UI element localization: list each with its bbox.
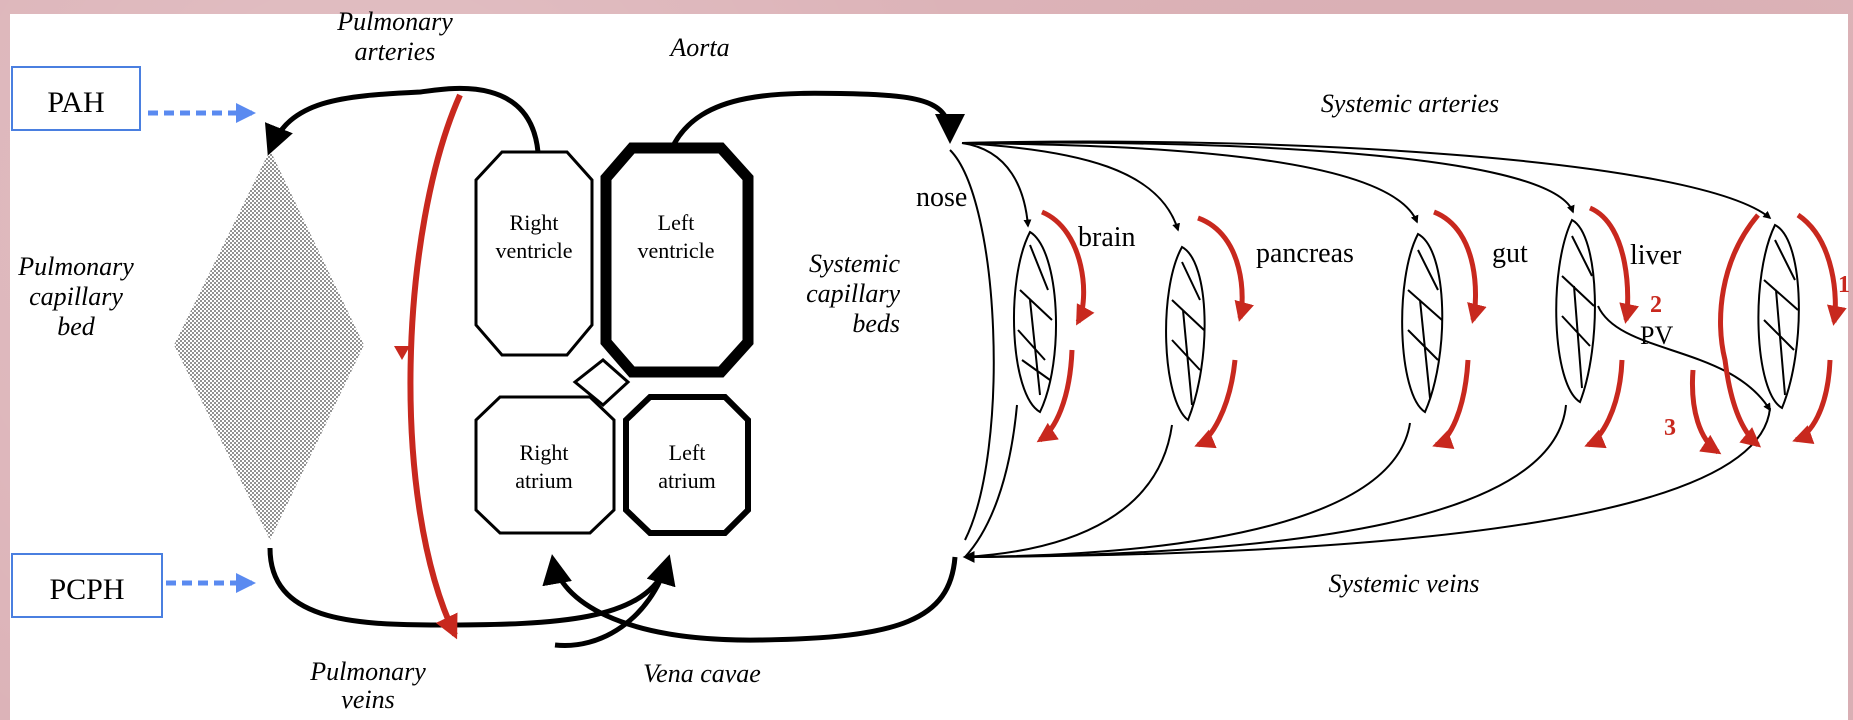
systemic-beds-label-3: beds — [852, 309, 900, 338]
pulmonary-arteries-path — [270, 88, 538, 152]
capillary-bed-liver — [1758, 225, 1798, 408]
red-arrow-pancreas-lower — [1436, 360, 1468, 445]
capillary-bed-brain — [1166, 247, 1205, 420]
capillary-bed-nose — [1014, 232, 1056, 412]
pulmonary-arteries-label-2: arteries — [355, 37, 436, 66]
systemic-arteries-fan — [962, 142, 1770, 230]
capillary-bed-pancreas — [1402, 234, 1442, 412]
left-atrium-shape — [626, 397, 748, 533]
systemic-beds-label-2: capillary — [806, 279, 900, 308]
pcph-box: PCPH — [12, 554, 162, 617]
red-arrow-liver-right-upper — [1798, 215, 1835, 322]
pulmonary-veins-label-1: Pulmonary — [309, 657, 426, 686]
organ-nose-label: nose — [916, 182, 967, 213]
capillary-bed-gut — [1556, 220, 1595, 402]
aorta-label: Aorta — [668, 33, 729, 62]
systemic-veins-label: Systemic veins — [1329, 569, 1480, 598]
pah-label: PAH — [47, 86, 104, 119]
right-ventricle-label-1: Right — [510, 210, 559, 235]
pah-box: PAH — [12, 67, 140, 130]
organ-portal-vein-label: PV — [1640, 321, 1673, 350]
right-atrium-label-2: atrium — [515, 468, 572, 493]
pulmonary-red-flow-arrow — [410, 95, 460, 635]
right-atrium-shape — [476, 397, 614, 533]
left-ventricle-label-1: Left — [658, 210, 695, 235]
pulmonary-capillary-bed-shape — [174, 150, 364, 540]
pulmonary-veins-label-2: veins — [341, 685, 394, 714]
organ-liver-label: liver — [1630, 240, 1682, 271]
aorta-path — [672, 93, 950, 148]
organ-gut-label: gut — [1492, 238, 1528, 269]
left-ventricle-label-2: ventricle — [638, 238, 715, 263]
right-ventricle-label-2: ventricle — [496, 238, 573, 263]
vena-cavae-path — [553, 557, 955, 640]
left-atrium-label-2: atrium — [658, 468, 715, 493]
portal-vein-path — [1598, 306, 1770, 410]
number-1: 1 — [1838, 272, 1850, 298]
number-2: 2 — [1650, 292, 1662, 318]
vena-cavae-label: Vena cavae — [643, 659, 761, 688]
systemic-veins-fan — [965, 405, 1770, 557]
organ-pancreas-label: pancreas — [1256, 238, 1354, 269]
pulmonary-capillary-label-3: bed — [57, 312, 96, 341]
red-arrow-brain-lower — [1198, 360, 1235, 445]
red-arrow-gut-lower — [1588, 360, 1622, 445]
left-atrium-label-1: Left — [669, 440, 706, 465]
organ-brain-label: brain — [1078, 222, 1136, 253]
pulmonary-arteries-label-1: Pulmonary — [336, 7, 453, 36]
right-atrium-label-1: Right — [520, 440, 569, 465]
red-arrow-liver-right-lower — [1796, 360, 1830, 440]
systemic-beds-label-1: Systemic — [809, 249, 900, 278]
number-3: 3 — [1664, 415, 1676, 441]
pulmonary-capillary-label-1: Pulmonary — [17, 252, 134, 281]
pulmonary-capillary-label-2: capillary — [29, 282, 123, 311]
pulmonary-red-midarrow — [394, 346, 410, 360]
pcph-label: PCPH — [49, 573, 124, 606]
red-arrow-liver-left — [1721, 215, 1758, 445]
red-arrow-portal — [1692, 370, 1718, 452]
systemic-arteries-label: Systemic arteries — [1321, 89, 1499, 118]
